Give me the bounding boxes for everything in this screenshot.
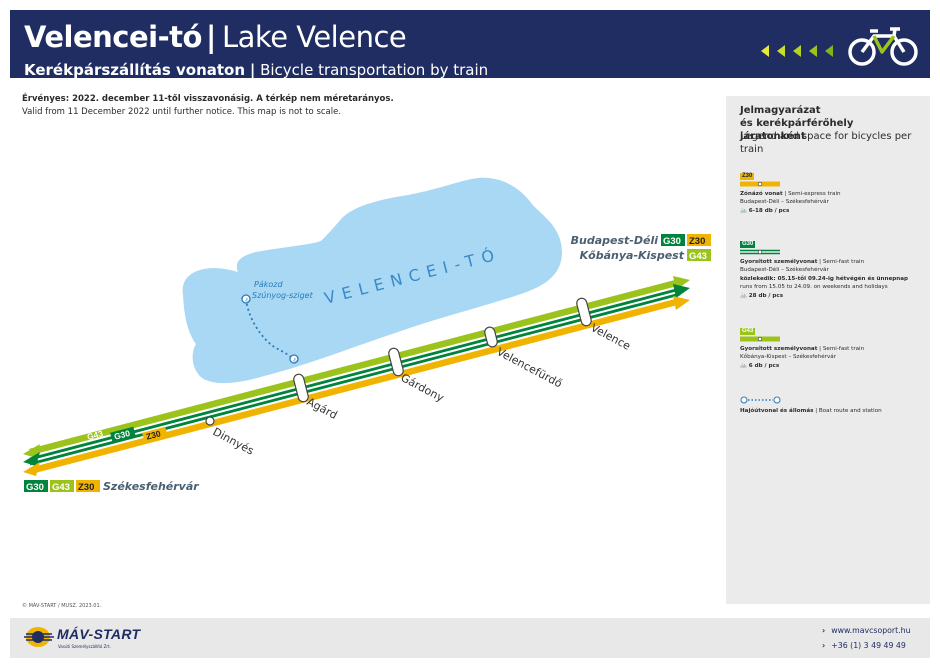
boat-station-label-2: Szúnyog-sziget — [252, 291, 314, 300]
legend-z30-route: Budapest-Déli – Székesfehérvár — [740, 199, 829, 206]
phone-text[interactable]: +36 (1) 3 49 49 49 — [831, 641, 906, 650]
station-label-velencefurdo: Velencefürdő — [495, 345, 565, 390]
terminal-west-badge-z30: Z30 — [78, 482, 94, 493]
header-banner: Velencei-tó|Lake Velence Kerékpárszállít… — [10, 10, 930, 79]
legend-panel: Jelmagyarázat és kerékpárférőhely járato… — [726, 96, 930, 604]
boat-station-label-1: Pákozd — [254, 280, 283, 289]
legend-g30-route: Budapest-Déli – Székesfehérvár — [740, 267, 829, 274]
arrow-z30-east — [673, 296, 690, 310]
track-badge-g43: G43 — [86, 428, 104, 442]
legend-title-hu: Jelmagyarázat és kerékpárférőhely járato… — [740, 104, 920, 143]
legend-badge-g43: G43 — [740, 328, 756, 335]
legend-boat-en: Boat route and station — [818, 408, 882, 414]
legend-entry-g30: G30 Gyorsított személyvonat | Semi-fast … — [740, 240, 926, 301]
legend-z30-type-en: Semi-express train — [788, 190, 841, 197]
station-dinnyes: Dinnyés — [205, 416, 257, 458]
chevron-right-icon: › — [822, 641, 826, 650]
station-label-velence: Velence — [589, 321, 633, 353]
svg-text:⚓: ⚓ — [245, 298, 249, 304]
terminal-budapest-deli: Budapest-Déli — [571, 234, 659, 247]
legend-badge-z30: Z30 — [740, 173, 755, 180]
subtitle-hu: Kerékpárszállítás vonaton — [24, 61, 246, 79]
phone-number[interactable]: › +36 (1) 3 49 49 49 — [822, 641, 906, 650]
copyright: © MÁV-START / MUSZ. 2023.01. — [22, 603, 102, 609]
validity-en: Valid from 11 December 2022 until furthe… — [22, 107, 342, 117]
page-subtitle: Kerékpárszállítás vonaton | Bicycle tran… — [24, 61, 488, 79]
legend-g30-note-en: runs from 15.05 to 24.09. on weekends an… — [740, 284, 888, 291]
legend-title-hu-2: és kerékpárférőhely járatonként — [740, 118, 854, 142]
track-badge-g30: G30 — [113, 428, 131, 442]
legend-g30-note-hu: közlekedik: 05.15-től 09.24-ig hétvégén … — [740, 275, 909, 282]
rail-line — [23, 276, 690, 476]
logo-text: MÁV-START — [57, 626, 141, 642]
logo-subtitle: Vasúti Személyszállító Zrt. — [58, 644, 111, 649]
legend-title-hu-1: Jelmagyarázat — [740, 105, 821, 116]
footer: MÁV-START Vasúti Személyszállító Zrt. › w… — [10, 618, 930, 658]
track-badge-z30: Z30 — [145, 428, 162, 441]
legend-g30-type-hu: Gyorsított személyvonat — [740, 258, 818, 265]
bicycle-icon: 🚲 — [740, 207, 747, 214]
terminal-east-badge-z30: Z30 — [689, 236, 705, 247]
terminal-east-badge-g30: G30 — [663, 236, 681, 247]
legend-title-en: Legend and space for bicycles per train — [740, 131, 912, 155]
bicycle-icon: 🚲 — [740, 362, 747, 369]
legend-g30-capacity: 28 db / pcs — [748, 292, 784, 299]
legend-line-g30 — [740, 249, 780, 254]
legend-z30-type-hu: Zónázó vonat — [740, 190, 783, 197]
subtitle-en: Bicycle transportation by train — [260, 61, 489, 79]
website-text[interactable]: www.mavcsoport.hu — [831, 626, 911, 635]
lake-shape — [182, 177, 563, 384]
website-link[interactable]: › www.mavcsoport.hu — [822, 626, 911, 635]
chevron-right-icon: › — [822, 626, 826, 635]
bicycle-icon: 🚲 — [740, 292, 747, 299]
title-en: Lake Velence — [222, 20, 407, 54]
legend-boat-route — [740, 396, 781, 404]
legend-g43-capacity: 6 db / pcs — [748, 362, 780, 369]
terminal-east-badge-g43: G43 — [689, 251, 707, 262]
station-velence: Velence — [576, 297, 633, 353]
arrow-z30-west — [23, 462, 40, 476]
terminal-szekesfehervar: Székesfehérvár — [103, 480, 199, 493]
terminal-west: G30 G43 Z30 Székesfehérvár — [24, 480, 199, 493]
terminal-west-badge-g43: G43 — [52, 482, 70, 493]
bicycle-icon — [848, 27, 918, 66]
svg-text:⚓: ⚓ — [293, 358, 297, 364]
station-label-agard: Agárd — [305, 395, 340, 422]
chevron-arrows-icon — [761, 45, 833, 57]
legend-boat-hu: Hajóútvonal és állomás — [740, 408, 814, 414]
legend-g43-type-en: Semi-fast train — [822, 345, 865, 352]
validity-hu: Érvényes: 2022. december 11-től visszavo… — [22, 94, 394, 104]
terminal-east: Budapest-Déli G30 Z30 Kőbánya-Kispest G4… — [571, 234, 711, 262]
legend-g43-route: Kőbánya-Kispest – Székesfehérvár — [740, 354, 837, 361]
legend-g43-type-hu: Gyorsított személyvonat — [740, 345, 818, 352]
subtitle-separator: | — [249, 61, 256, 79]
arrow-g30-west — [23, 452, 40, 466]
arrow-g30-east — [673, 284, 690, 298]
title-hu: Velencei-tó — [24, 20, 202, 54]
legend-entry-boat: Hajóútvonal és állomás | Boat route and … — [740, 396, 926, 416]
mav-start-logo-icon — [24, 627, 54, 647]
station-gardony: Gárdony — [388, 347, 447, 405]
title-separator: | — [205, 20, 217, 54]
terminal-kobanya-kispest: Kőbánya-Kispest — [580, 249, 685, 262]
legend-badge-g30: G30 — [740, 241, 756, 248]
terminal-west-badge-g30: G30 — [26, 482, 44, 493]
legend-line-g43 — [740, 336, 780, 342]
legend-g30-type-en: Semi-fast train — [822, 258, 865, 265]
legend-z30-capacity: 6-18 db / pcs — [748, 207, 790, 214]
track-badges: G43 G30 Z30 — [86, 426, 168, 443]
page-title: Velencei-tó|Lake Velence — [24, 20, 407, 54]
legend-line-z30 — [740, 181, 780, 187]
station-label-gardony: Gárdony — [399, 371, 447, 405]
legend-entry-g43: G43 Gyorsított személyvonat | Semi-fast … — [740, 327, 926, 370]
legend-entry-z30: Z30 Zónázó vonat | Semi-express train Bu… — [740, 172, 926, 215]
boat-station-agard: ⚓ — [289, 354, 299, 364]
station-label-dinnyes: Dinnyés — [211, 425, 257, 457]
validity-notice: Érvényes: 2022. december 11-től visszavo… — [22, 93, 394, 119]
boat-station-pakozd: ⚓ — [241, 294, 251, 304]
